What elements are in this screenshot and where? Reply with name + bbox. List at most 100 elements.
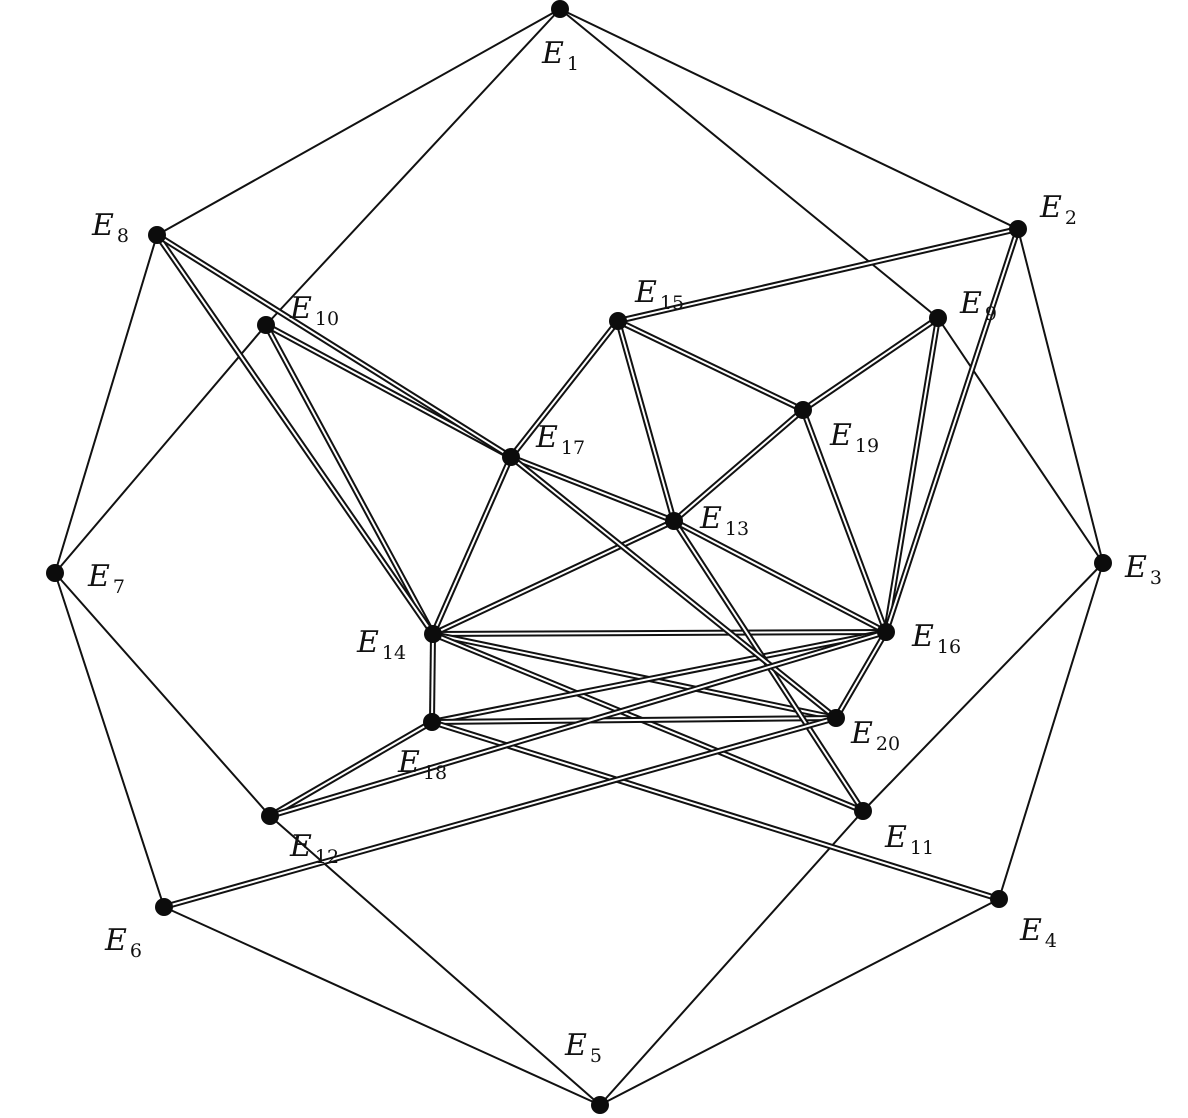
vertex-e20	[827, 709, 845, 727]
vertex-label-subscript: 12	[315, 846, 339, 868]
vertex-e12	[261, 807, 279, 825]
vertex-label-letter: E	[564, 1028, 587, 1063]
double-edge-inner	[510, 456, 675, 522]
edge-e2-e3	[1017, 228, 1104, 564]
edge-e7-e10	[54, 324, 267, 574]
double-edge-e17-e13	[509, 454, 676, 524]
vertex-label-subscript: 11	[910, 837, 934, 859]
edge-e1-e2	[559, 8, 1019, 230]
vertex-e11	[854, 802, 872, 820]
vertex-e2	[1009, 220, 1027, 238]
edge-e9-e3	[937, 317, 1104, 564]
double-edge-e14-e18	[429, 633, 436, 723]
double-edge-e10-e17	[264, 322, 513, 460]
vertex-label-letter: E	[1039, 190, 1062, 225]
vertex-label-subscript: 14	[382, 642, 406, 664]
vertex-e5	[591, 1096, 609, 1114]
vertex-label-subscript: 8	[117, 225, 129, 247]
vertex-label-subscript: 9	[985, 303, 997, 325]
double-edge-inner	[265, 324, 434, 635]
double-edge-e13-e14	[431, 518, 676, 637]
vertex-e7	[46, 564, 64, 582]
vertex-label-letter: E	[356, 625, 379, 660]
vertex-e17	[502, 448, 520, 466]
double-edge-e17-e14	[430, 455, 514, 636]
double-edge-inner	[510, 456, 837, 719]
vertex-label-letter: E	[91, 208, 114, 243]
vertex-label-letter: E	[397, 745, 420, 780]
double-edge-inner	[163, 717, 837, 908]
vertex-label-subscript: 13	[725, 518, 749, 540]
double-edge-inner	[673, 409, 804, 522]
double-edge-inner	[673, 520, 887, 633]
vertex-label-subscript: 17	[561, 437, 585, 459]
double-edge-e15-e13	[615, 320, 677, 522]
vertex-e16	[877, 623, 895, 641]
vertex-e3	[1094, 554, 1112, 572]
double-edge-inner	[156, 234, 512, 458]
edge-e4-e5	[599, 898, 1000, 1106]
edge-e5-e6	[163, 906, 601, 1106]
double-edge-e12-e18	[268, 719, 434, 819]
double-edge-inner	[431, 631, 887, 723]
double-edge-e15-e19	[616, 318, 805, 413]
vertex-e9	[929, 309, 947, 327]
vertex-label-subscript: 3	[1150, 567, 1162, 589]
vertex-e4	[990, 890, 1008, 908]
double-edge-inner	[617, 320, 804, 411]
double-edge-inner	[156, 234, 434, 635]
double-edge-e14-e20	[432, 631, 837, 721]
double-edge-e8-e14	[154, 233, 436, 636]
double-edge-inner	[885, 317, 939, 633]
vertex-label-letter: E	[87, 559, 110, 594]
edge-e12-e7	[54, 572, 271, 817]
vertex-e13	[665, 512, 683, 530]
vertex-label-letter: E	[959, 286, 982, 321]
double-edge-e18-e16	[431, 629, 887, 725]
double-edge-e2-e15	[617, 226, 1019, 324]
single-edges-layer	[54, 8, 1104, 1106]
edge-e1-e9	[559, 8, 939, 319]
vertex-label-letter: E	[541, 36, 564, 71]
vertex-label-subscript: 16	[937, 636, 961, 658]
double-edge-inner	[617, 320, 675, 522]
vertex-e19	[794, 401, 812, 419]
double-edge-inner	[432, 456, 512, 635]
double-edge-e19-e13	[672, 407, 805, 524]
vertex-label-letter: E	[699, 501, 722, 536]
double-edge-e15-e17	[508, 319, 621, 459]
double-edge-e10-e14	[263, 323, 436, 636]
vertex-label-letter: E	[634, 275, 657, 310]
vertex-label-subscript: 10	[315, 308, 339, 330]
double-edge-e12-e16	[269, 629, 887, 819]
double-edge-e14-e16	[432, 629, 887, 637]
vertex-label-subscript: 20	[876, 733, 900, 755]
edge-e1-e10	[265, 8, 561, 326]
vertex-label-subscript: 7	[113, 576, 125, 598]
edge-e3-e11	[862, 562, 1104, 812]
double-edge-inner	[431, 717, 837, 723]
vertex-label-letter: E	[850, 716, 873, 751]
vertex-label-subscript: 2	[1065, 207, 1077, 229]
vertex-label-letter: E	[289, 829, 312, 864]
double-edge-inner	[269, 631, 887, 817]
vertex-label-letter: E	[884, 820, 907, 855]
double-edge-inner	[432, 633, 837, 719]
double-edge-inner	[432, 520, 675, 635]
double-edge-inner	[510, 320, 619, 458]
